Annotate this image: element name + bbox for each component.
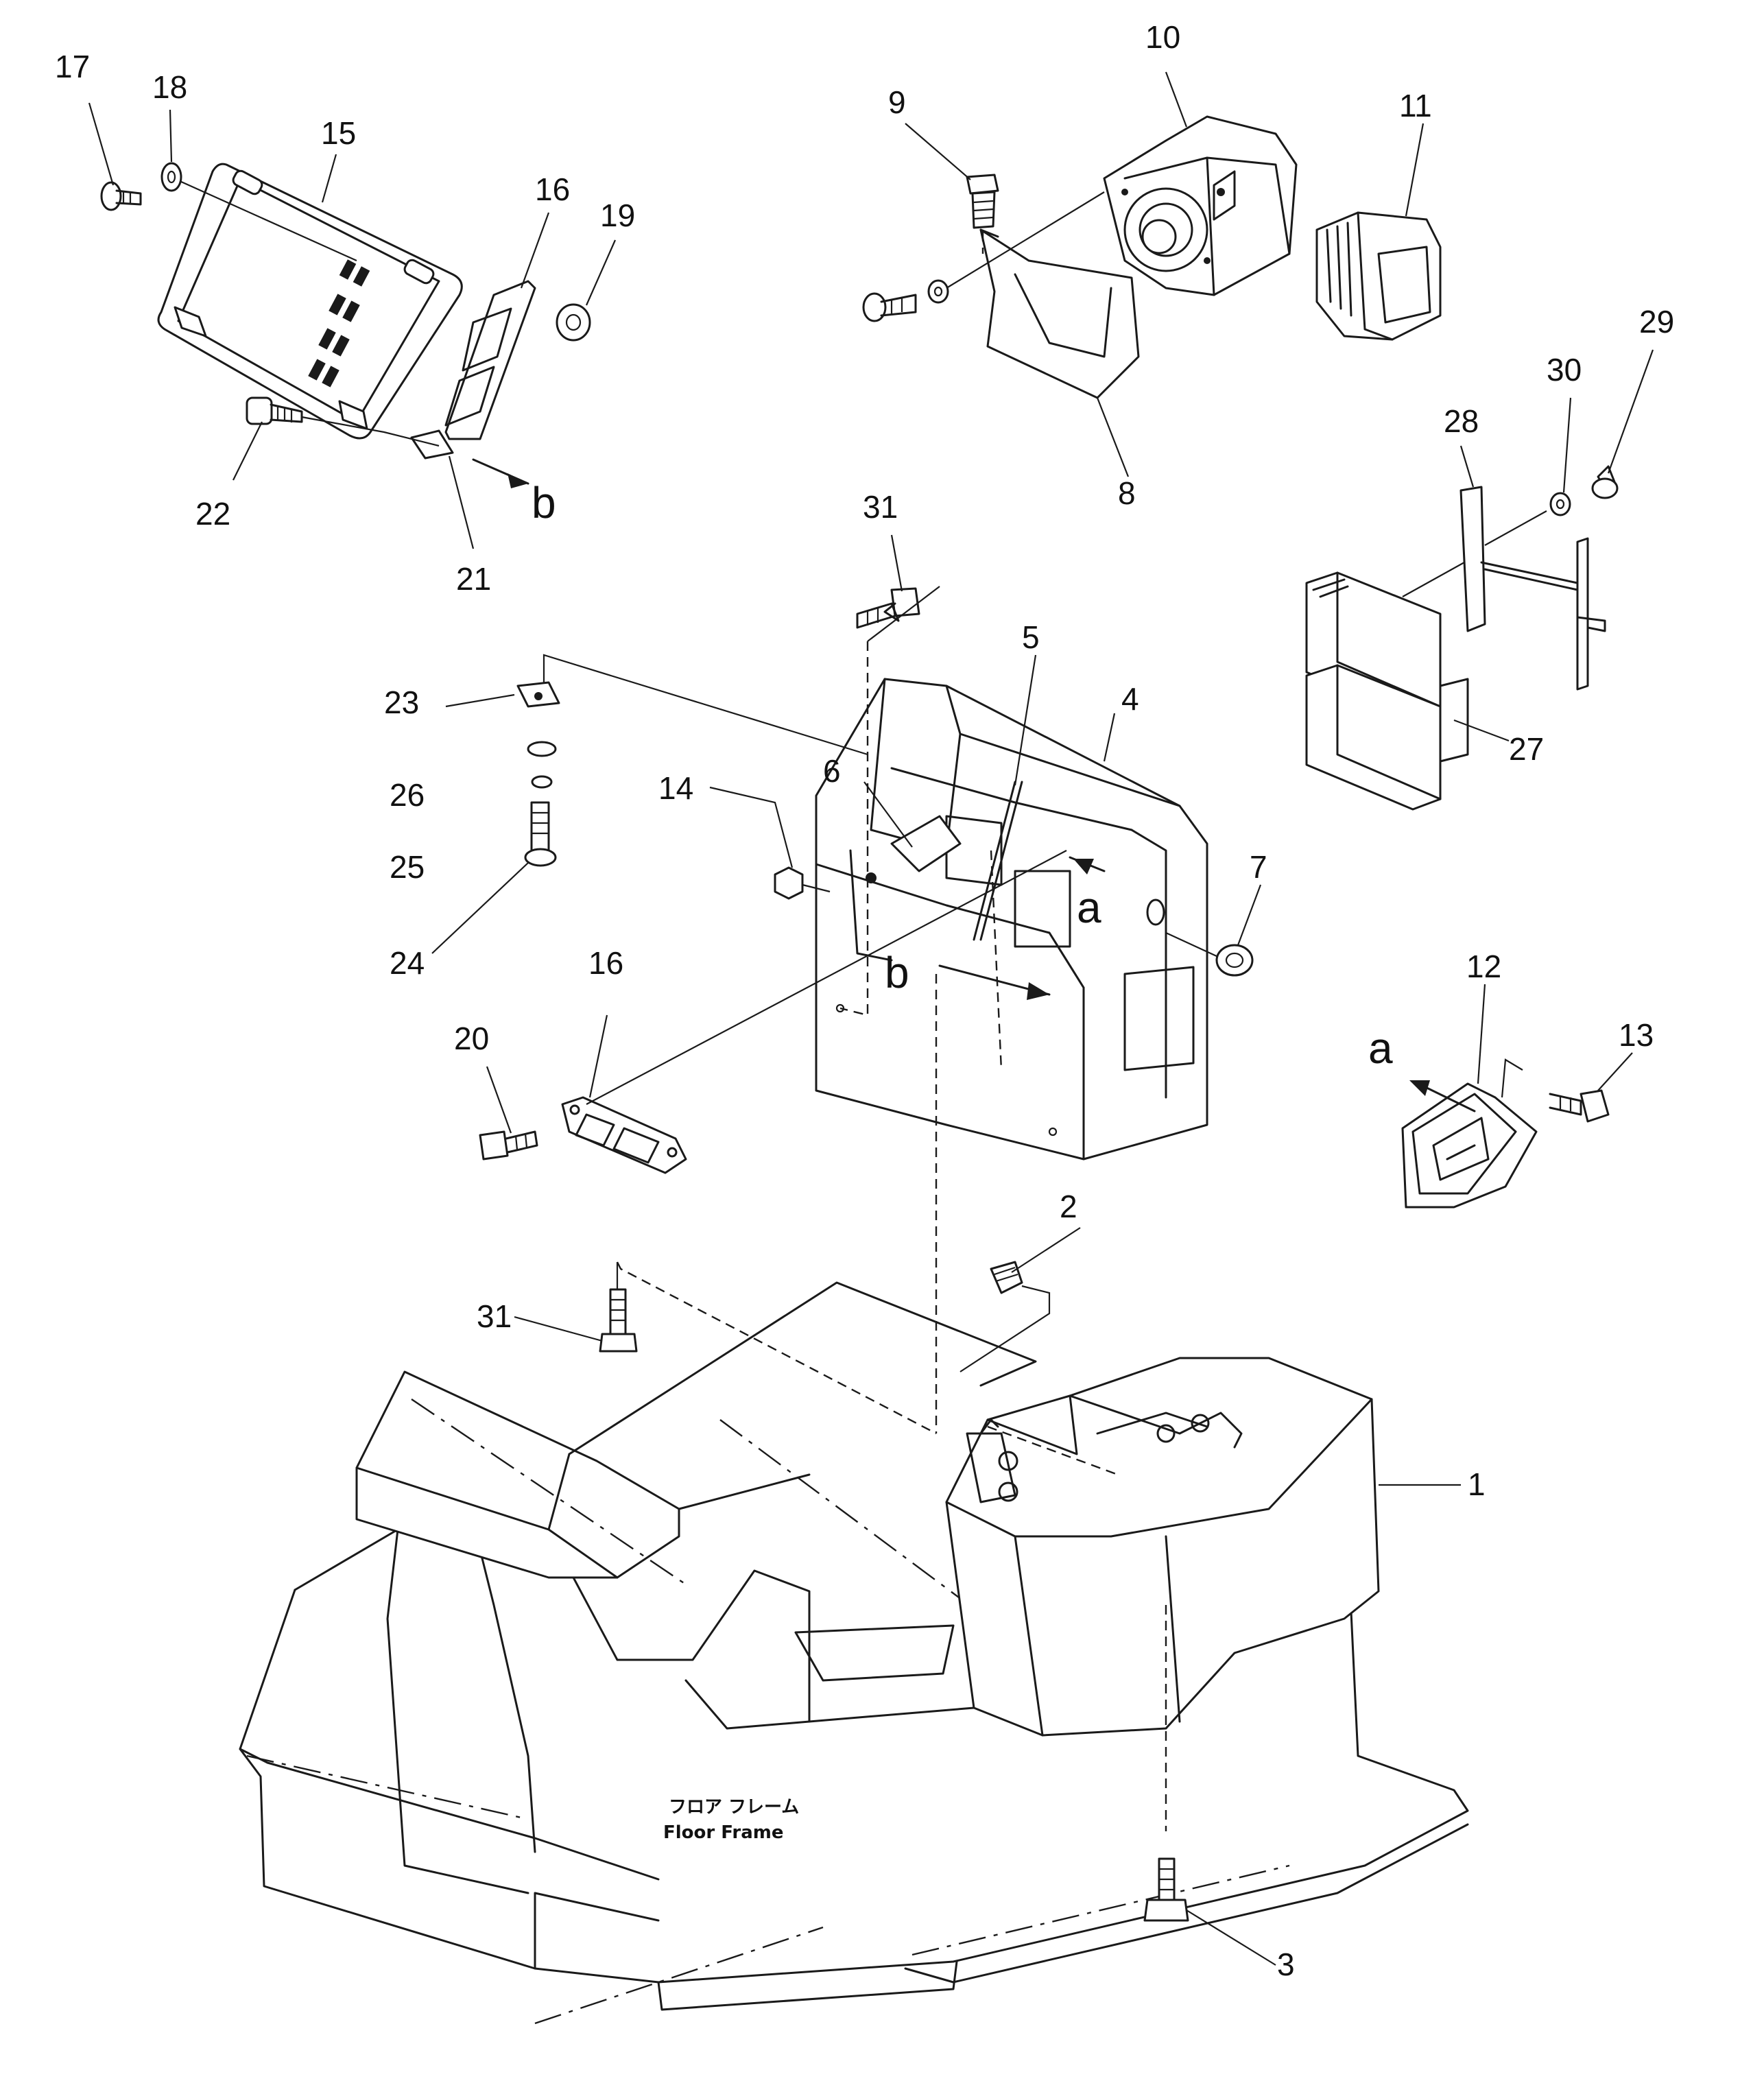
- marker-b-box: b: [885, 948, 909, 997]
- floor-frame-jp: フロア フレーム: [669, 1797, 799, 1818]
- bracket-16-lower: [561, 1096, 687, 1174]
- plug-2: [990, 1261, 1023, 1294]
- label-1: 1: [1468, 1466, 1486, 1502]
- label-6: 6: [823, 753, 841, 789]
- label-23: 23: [384, 685, 419, 720]
- bolt-13: [1549, 1089, 1610, 1123]
- floor-frame: [239, 1281, 1469, 2025]
- label-16-lower: 16: [588, 945, 623, 981]
- bolt-3: [1143, 1857, 1189, 1922]
- bolt-24: [524, 801, 557, 867]
- label-10: 10: [1145, 19, 1180, 55]
- label-25: 25: [390, 849, 425, 885]
- nut-19: [556, 303, 591, 342]
- label-14: 14: [658, 770, 693, 806]
- label-29: 29: [1639, 304, 1674, 340]
- bracket-8: [979, 228, 1140, 399]
- view-marker-labels: b b a a: [532, 478, 1393, 1073]
- label-4: 4: [1121, 681, 1139, 717]
- wingnut-29: [1591, 465, 1619, 499]
- frame-28: [1459, 486, 1606, 691]
- label-3: 3: [1277, 1947, 1295, 1982]
- marker-a-box: a: [1077, 883, 1101, 932]
- panel-assembly-15: [157, 163, 463, 440]
- washer-26: [527, 741, 557, 757]
- bolt-9: [966, 174, 999, 229]
- label-30: 30: [1547, 352, 1582, 388]
- label-20: 20: [454, 1021, 489, 1056]
- leader-lines: [88, 71, 1654, 1966]
- label-15: 15: [321, 115, 356, 151]
- cover-11: [1315, 211, 1442, 341]
- label-13: 13: [1619, 1017, 1654, 1053]
- label-17: 17: [55, 49, 90, 84]
- view-arrows: [472, 458, 1476, 1113]
- label-26: 26: [390, 777, 425, 813]
- label-2: 2: [1060, 1189, 1077, 1224]
- marker-a-right: a: [1368, 1023, 1393, 1073]
- filter-27: [1305, 571, 1469, 811]
- label-7: 7: [1250, 849, 1267, 885]
- floor-frame-caption: フロア フレーム Floor Frame: [663, 1797, 799, 1843]
- label-16-top: 16: [535, 171, 570, 207]
- washer-30: [1549, 492, 1571, 516]
- part-labels: 1 2 3 4 5 6 7 8 9 10 11 12 13 14 15 16 1…: [55, 19, 1674, 1982]
- label-21: 21: [456, 561, 491, 597]
- label-12: 12: [1466, 949, 1501, 984]
- label-31-lower: 31: [477, 1298, 512, 1334]
- bolt-22: [246, 396, 303, 425]
- label-27: 27: [1509, 731, 1544, 767]
- label-8: 8: [1118, 475, 1136, 511]
- clip-23: [516, 681, 560, 708]
- screw-washer: [862, 191, 1105, 322]
- label-19: 19: [600, 198, 635, 233]
- label-11: 11: [1399, 88, 1432, 123]
- washer-18: [160, 162, 182, 192]
- label-5: 5: [1022, 619, 1040, 655]
- screw-17: [100, 181, 142, 211]
- lockwasher-25: [531, 775, 553, 789]
- floor-frame-en: Floor Frame: [663, 1822, 783, 1843]
- vent-12: [1401, 1058, 1538, 1209]
- label-28: 28: [1444, 403, 1479, 439]
- bolt-31-top: [856, 587, 920, 629]
- label-24: 24: [390, 945, 425, 981]
- bolt-31-lower: [599, 1262, 638, 1353]
- device-10: [1103, 115, 1298, 296]
- grommet-7: [1165, 932, 1254, 977]
- label-22: 22: [195, 496, 230, 532]
- control-box-4: [815, 678, 1208, 1161]
- marker-b-top: b: [532, 478, 556, 527]
- label-31-top: 31: [863, 489, 898, 525]
- label-18: 18: [152, 69, 187, 105]
- nut-14: [774, 866, 831, 900]
- bolt-20: [479, 1130, 538, 1161]
- label-9: 9: [888, 84, 906, 120]
